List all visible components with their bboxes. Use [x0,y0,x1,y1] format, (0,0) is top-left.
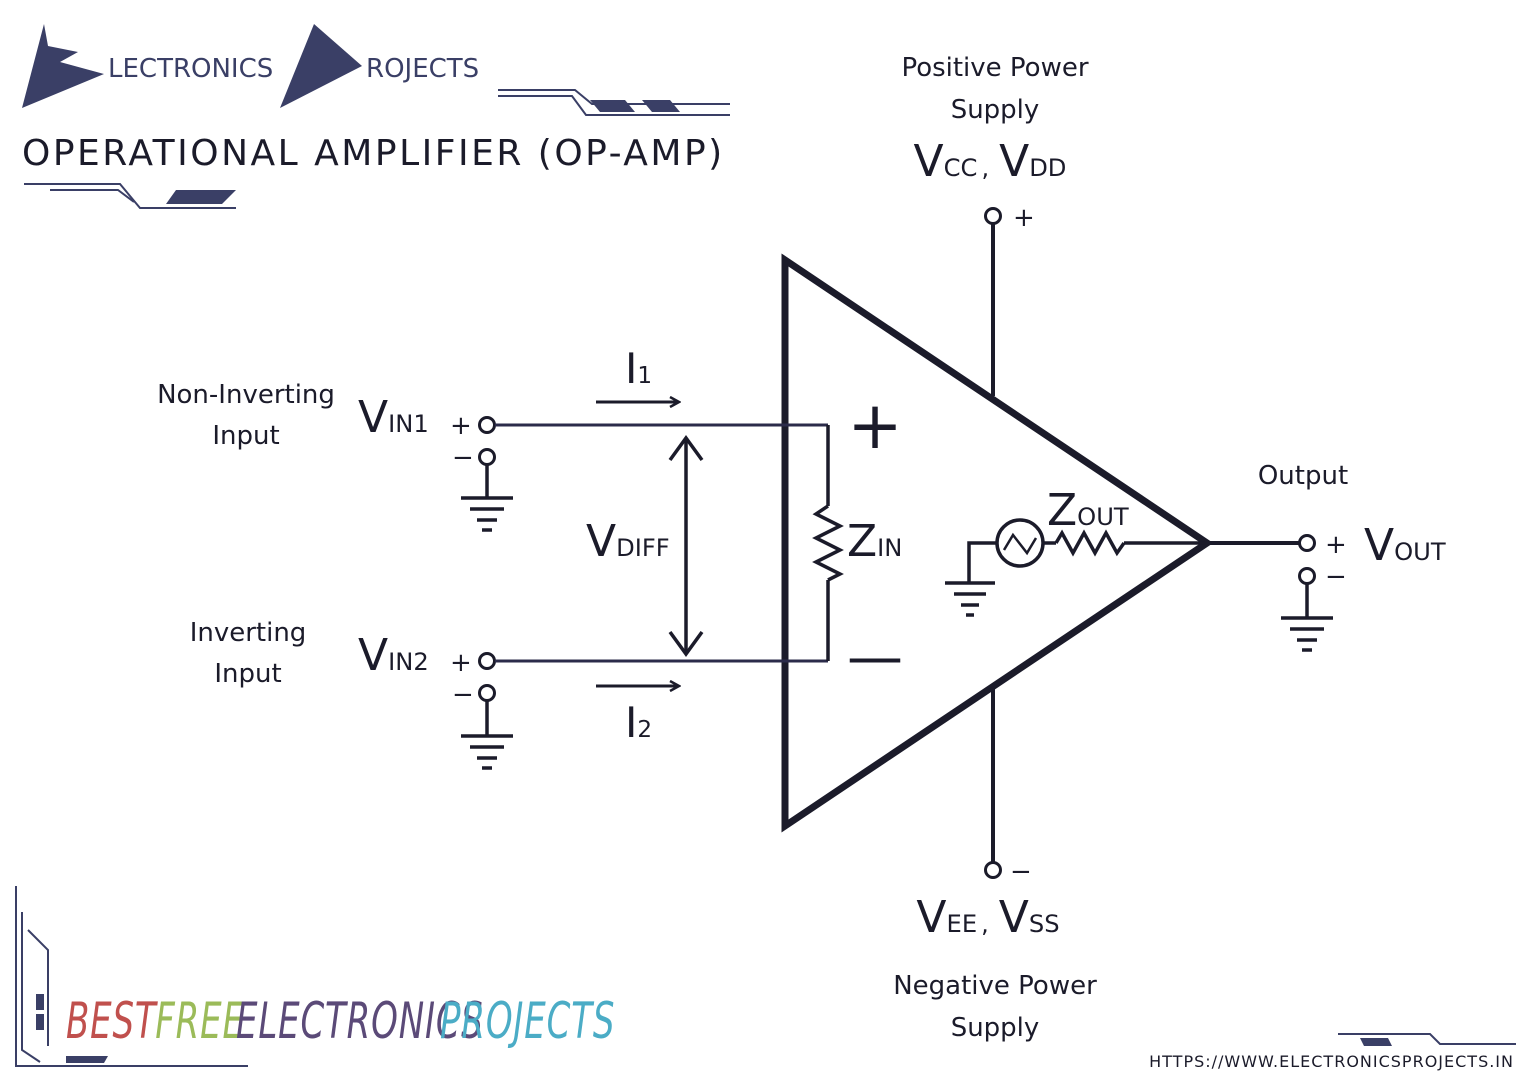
footer-tagline: BEST FREE ELECTRONICS PROJECTS [66,992,615,1050]
footer-circuit-trace [15,886,248,1067]
zin-label: ZIN [847,516,902,567]
positive-supply: Positive Power Supply VCC,VDD + [901,53,1089,396]
zout-label: ZOUT [1047,485,1129,536]
noninverting-voltage: VIN1 [358,392,429,443]
vdiff-label: VDIFF [586,516,670,567]
negative-supply-label-line2: Supply [951,1013,1040,1043]
zin-resistor-icon [812,425,844,661]
page-title: OPERATIONAL AMPLIFIER (OP-AMP) [22,133,725,174]
footer-trace-block-1 [36,994,44,1010]
inverting-terminal-plus [478,652,496,670]
inverting-minus: − [452,680,474,710]
inverting-terminal-minus [478,684,496,702]
positive-supply-voltage: VCC,VDD [914,136,1067,187]
output-minus: − [1325,562,1347,592]
opamp-triangle [781,253,1214,833]
negative-supply: − VEE,VSS Negative Power Supply [893,689,1097,1043]
logo-trace-block-2 [642,100,680,112]
ac-source-wave-icon [1002,532,1038,556]
negative-supply-terminal [984,861,1002,879]
inverting-plus: + [450,648,472,678]
footer-url-block [1360,1038,1392,1046]
positive-supply-polarity: + [1013,203,1035,233]
vdiff-double-arrow-icon [668,435,704,657]
noninverting-ground-icon [461,465,513,532]
negative-supply-label-line1: Negative Power [893,971,1097,1001]
negative-supply-polarity: − [1010,857,1032,887]
opamp-plus-sign: + [847,387,902,464]
tagline-best: BEST [66,992,158,1050]
inverting-label-line2: Input [214,659,281,689]
noninverting-input: Non-Inverting Input VIN1 + − [157,380,828,532]
positive-supply-terminal [984,207,1002,225]
logo-word-electronics: LECTRONICS [108,54,273,84]
output-ground-icon [1281,584,1333,652]
positive-supply-label-line1: Positive Power [901,53,1088,83]
inverting-voltage: VIN2 [358,630,429,681]
noninverting-minus: − [452,443,474,473]
logo-p-icon [280,24,362,108]
output-terminal-minus [1298,567,1316,585]
noninverting-terminal-plus [478,416,496,434]
output-terminal-plus [1298,534,1316,552]
output-voltage: VOUT [1364,520,1446,571]
current-1-label: I1 [625,344,652,393]
output: Output + VOUT − [1207,461,1446,652]
noninverting-plus: + [450,411,472,441]
footer-trace-block-3 [66,1056,108,1063]
output-label: Output [1258,461,1348,491]
title-trace-block [166,190,236,204]
opamp-minus-sign: — [847,625,903,690]
output-plus: + [1325,530,1347,560]
footer-trace-block-2 [36,1014,44,1030]
output-source-ground-icon [945,541,996,617]
zout-resistor-icon [1043,529,1205,557]
footer-url: HTTPS://WWW.ELECTRONICSPROJECTS.IN [1149,1052,1514,1071]
logo-trace-block-1 [590,100,635,112]
negative-supply-voltage: VEE,VSS [916,892,1059,943]
noninverting-label-line2: Input [212,421,279,451]
noninverting-label-line1: Non-Inverting [157,380,335,410]
tagline-electronics: ELECTRONICS [236,992,484,1050]
inverting-ground-icon [461,701,513,770]
positive-supply-label-line2: Supply [951,95,1040,125]
logo-e-icon [22,24,104,108]
title-underline-trace [24,183,236,209]
brand-logo: LECTRONICS ROJECTS [22,24,730,116]
inverting-input: Inverting Input VIN2 + − [190,618,828,770]
tagline-free: FREE [155,992,245,1050]
tagline-projects: PROJECTS [440,992,615,1050]
logo-word-projects: ROJECTS [366,54,479,84]
footer-url-trace [1338,1033,1516,1045]
current-2-label: I2 [625,698,652,747]
inverting-label-line1: Inverting [190,618,307,648]
noninverting-terminal-minus [478,448,496,466]
